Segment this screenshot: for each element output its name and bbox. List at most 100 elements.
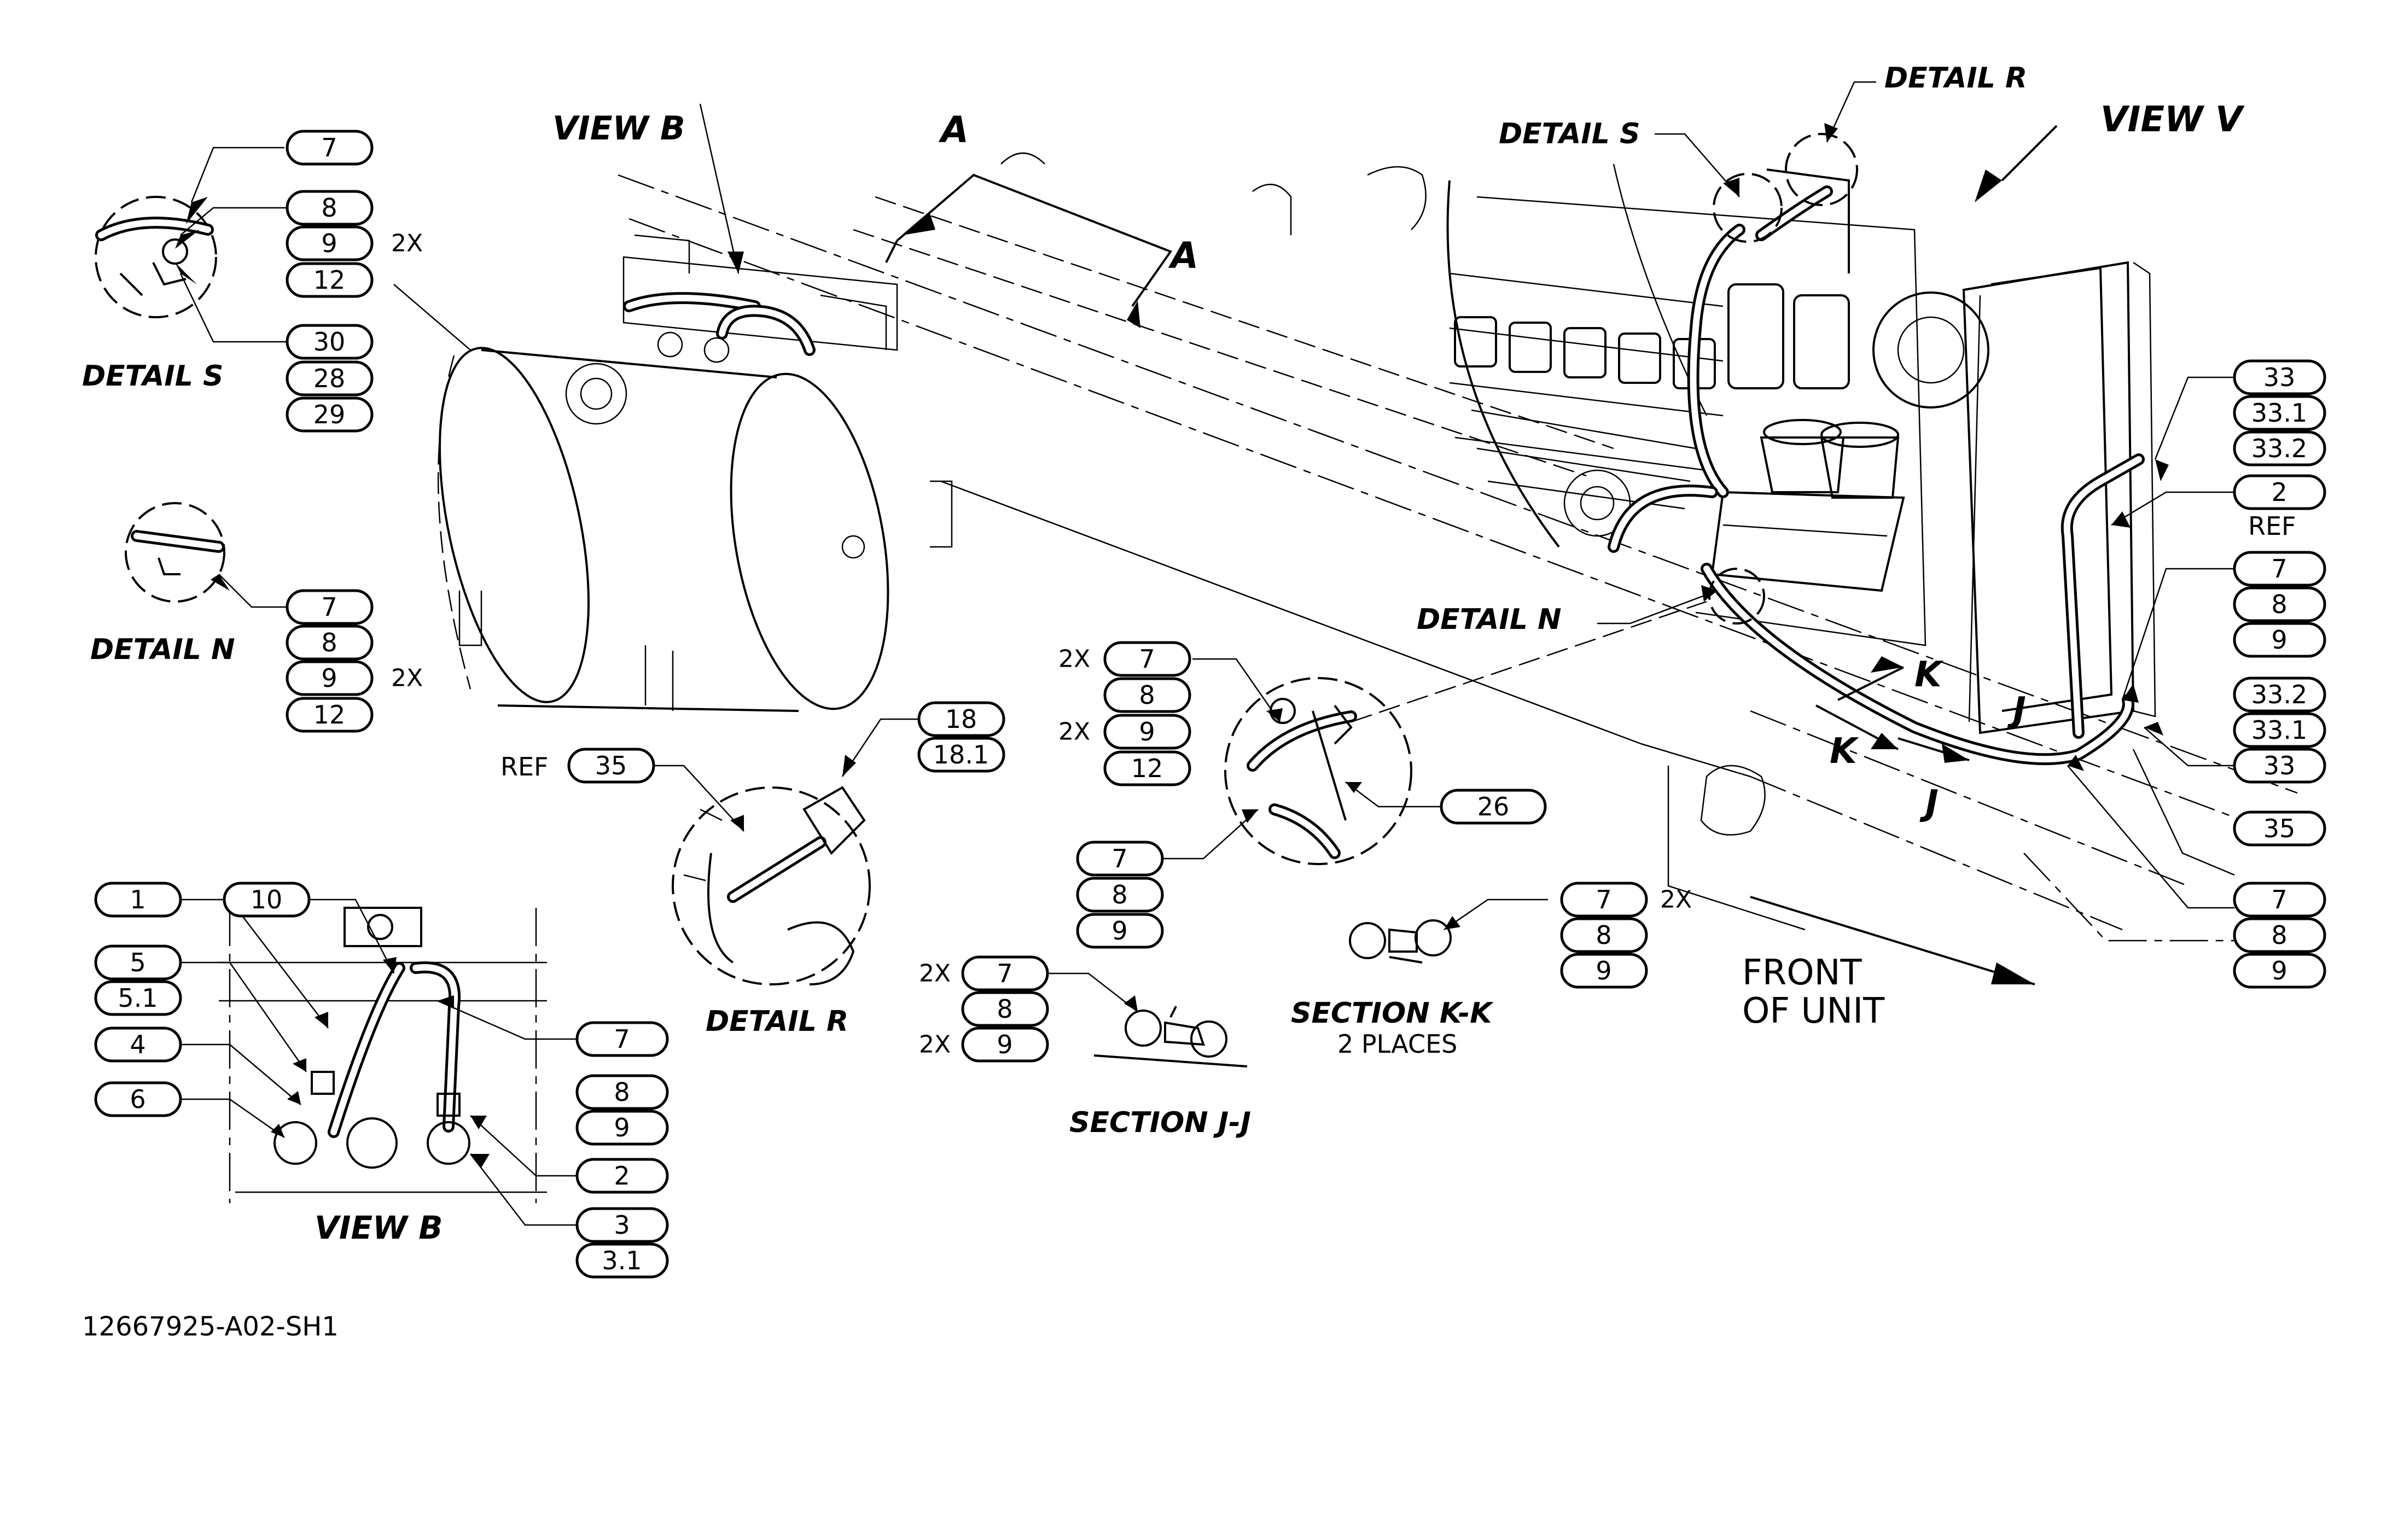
svg-text:8: 8 bbox=[321, 193, 337, 223]
svg-text:3.1: 3.1 bbox=[602, 1246, 642, 1275]
svg-text:8: 8 bbox=[2271, 920, 2287, 950]
svg-text:8: 8 bbox=[1111, 880, 1127, 909]
svg-text:7: 7 bbox=[321, 592, 337, 622]
svg-text:8: 8 bbox=[321, 628, 337, 657]
mult-jj-9: 2X bbox=[919, 1031, 951, 1059]
svg-text:8: 8 bbox=[2271, 590, 2287, 619]
balloon-s30: 30 bbox=[286, 324, 374, 360]
drawing-number: 12667925-A02-SH1 bbox=[82, 1311, 339, 1342]
balloon-b4: 4 bbox=[94, 1026, 182, 1063]
balloon-r18: 18 bbox=[917, 701, 1005, 737]
svg-text:9: 9 bbox=[614, 1113, 630, 1142]
label-front-2: OF UNIT bbox=[1742, 991, 1885, 1031]
balloon-s7: 7 bbox=[286, 130, 374, 166]
balloon-v33b: 33 bbox=[2233, 748, 2326, 784]
balloon-v33-1: 33.1 bbox=[2233, 395, 2326, 431]
balloon-b3: 3 bbox=[575, 1207, 669, 1243]
mult-c-7: 2X bbox=[1058, 645, 1090, 673]
balloon-v8b: 8 bbox=[2233, 917, 2326, 953]
fuel-tank bbox=[437, 234, 953, 712]
leader-lines bbox=[179, 81, 2235, 1226]
svg-text:18: 18 bbox=[945, 704, 977, 734]
balloon-kk7: 7 bbox=[1560, 882, 1648, 918]
balloon-s8: 8 bbox=[286, 190, 374, 226]
balloon-c8b: 8 bbox=[1076, 877, 1164, 913]
label-section-kk: SECTION K-K bbox=[1291, 997, 1494, 1030]
balloon-c7: 7 bbox=[1103, 641, 1191, 677]
balloon-v33-1b: 33.1 bbox=[2233, 712, 2326, 748]
svg-text:9: 9 bbox=[997, 1030, 1012, 1059]
balloon-kk8: 8 bbox=[1560, 917, 1648, 953]
svg-text:9: 9 bbox=[2271, 625, 2287, 655]
balloon-n7: 7 bbox=[286, 589, 374, 625]
balloon-b10: 10 bbox=[223, 882, 311, 918]
balloon-c7b: 7 bbox=[1076, 841, 1164, 877]
balloon-kk9: 9 bbox=[1560, 953, 1648, 989]
svg-text:5: 5 bbox=[130, 948, 145, 977]
label-j-2: J bbox=[1919, 783, 1939, 824]
section-jj-view bbox=[1093, 1006, 1248, 1068]
multiplier-labels: 2X 2X 2X 2X 2X 2X 2X bbox=[391, 230, 1692, 1059]
label-front-1: FRONT bbox=[1742, 953, 1862, 993]
svg-text:33: 33 bbox=[2263, 363, 2296, 392]
svg-text:9: 9 bbox=[2271, 956, 2287, 985]
svg-text:35: 35 bbox=[2263, 814, 2296, 843]
svg-text:9: 9 bbox=[1596, 956, 1611, 985]
label-section-kk-sub: 2 PLACES bbox=[1337, 1029, 1457, 1059]
label-ref-35: REF bbox=[500, 752, 549, 781]
svg-text:33.1: 33.1 bbox=[2251, 715, 2307, 745]
label-detail-r-top: DETAIL R bbox=[1884, 62, 2027, 95]
balloon-b2: 2 bbox=[575, 1158, 669, 1194]
balloon-b9: 9 bbox=[575, 1110, 669, 1146]
detail-s-view bbox=[95, 196, 217, 318]
arrowheads bbox=[175, 123, 2169, 1168]
balloon-c8: 8 bbox=[1103, 677, 1191, 713]
svg-text:10: 10 bbox=[251, 885, 283, 914]
balloon-v33: 33 bbox=[2233, 359, 2326, 395]
detail-n-view bbox=[125, 502, 225, 603]
svg-text:7: 7 bbox=[2271, 554, 2287, 584]
balloon-s28: 28 bbox=[286, 360, 374, 396]
balloon-s9: 9 bbox=[286, 225, 374, 261]
label-view-v: VIEW V bbox=[2100, 100, 2245, 140]
svg-text:33.2: 33.2 bbox=[2251, 434, 2307, 463]
svg-text:5.1: 5.1 bbox=[118, 983, 158, 1013]
balloon-b7: 7 bbox=[575, 1021, 669, 1057]
label-section-a-2: A bbox=[1168, 235, 1198, 277]
svg-text:12: 12 bbox=[313, 700, 346, 730]
balloon-s29: 29 bbox=[286, 396, 374, 433]
label-ref-2: REF bbox=[2248, 511, 2296, 541]
balloon-v33-2b: 33.2 bbox=[2233, 676, 2326, 713]
svg-text:12: 12 bbox=[1131, 754, 1163, 783]
balloon-b5-1: 5.1 bbox=[94, 980, 182, 1016]
label-k-2: K bbox=[1830, 731, 1859, 772]
svg-text:26: 26 bbox=[1477, 792, 1510, 821]
balloon-c9b: 9 bbox=[1076, 913, 1164, 949]
label-detail-s-top: DETAIL S bbox=[1499, 118, 1640, 150]
svg-text:9: 9 bbox=[321, 229, 337, 258]
balloon-v2: 2 bbox=[2233, 474, 2326, 510]
svg-text:8: 8 bbox=[1139, 680, 1155, 710]
balloon-c26: 26 bbox=[1440, 789, 1547, 825]
balloon-b8: 8 bbox=[575, 1074, 669, 1110]
balloon-v7: 7 bbox=[2233, 551, 2326, 587]
svg-text:7: 7 bbox=[1111, 844, 1127, 873]
balloon-r35: 35 bbox=[567, 748, 655, 784]
mult-c-9: 2X bbox=[1058, 718, 1090, 746]
balloon-c12: 12 bbox=[1103, 750, 1191, 786]
svg-text:7: 7 bbox=[1139, 644, 1155, 674]
fuel-filter-head bbox=[1710, 419, 1905, 592]
svg-text:2: 2 bbox=[2271, 477, 2287, 507]
balloon-r18-1: 18.1 bbox=[917, 737, 1005, 773]
balloon-b3-1: 3.1 bbox=[575, 1242, 669, 1279]
label-section-a-1: A bbox=[938, 109, 969, 151]
svg-text:7: 7 bbox=[1596, 885, 1611, 914]
balloon-v35: 35 bbox=[2233, 810, 2326, 847]
label-view-b-top: VIEW B bbox=[552, 109, 685, 148]
label-section-jj: SECTION J-J bbox=[1069, 1106, 1251, 1139]
svg-text:9: 9 bbox=[1139, 717, 1155, 746]
label-detail-s-left: DETAIL S bbox=[82, 360, 223, 393]
label-view-b-bottom: VIEW B bbox=[315, 1209, 443, 1246]
svg-text:7: 7 bbox=[614, 1024, 630, 1054]
svg-text:4: 4 bbox=[130, 1030, 145, 1059]
